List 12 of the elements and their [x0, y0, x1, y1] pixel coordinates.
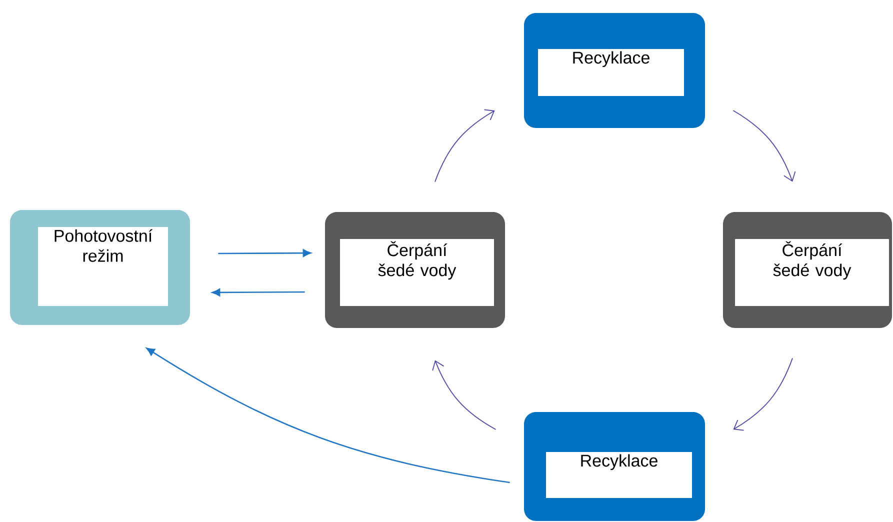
arrow: [733, 358, 793, 431]
process-box: Pohotovostní režim: [10, 210, 190, 325]
arrow: [218, 249, 312, 257]
arrow: [434, 109, 495, 182]
process-box: Čerpání šedé vody: [723, 212, 892, 328]
arrow: [212, 288, 305, 296]
process-box: Recyklace: [524, 13, 705, 128]
arrow: [432, 360, 496, 430]
arrow: [732, 110, 796, 182]
process-box: Recyklace: [524, 412, 705, 521]
process-box: Čerpání šedé vody: [325, 212, 505, 328]
arrow: [146, 348, 510, 484]
